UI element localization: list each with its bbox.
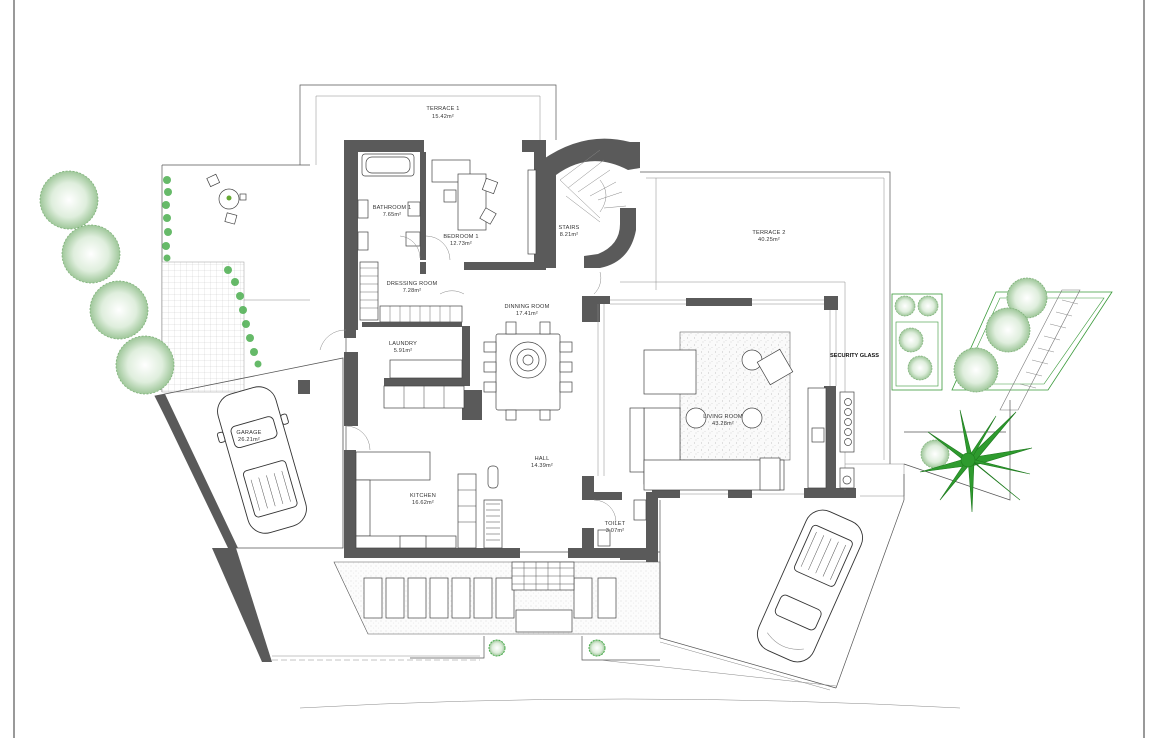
- laundry-fixtures: [319, 329, 465, 409]
- car-driveway: [756, 509, 864, 663]
- svg-text:15.42m²: 15.42m²: [432, 114, 454, 120]
- living-room-furniture: [629, 331, 855, 491]
- terrace-1-area: [299, 84, 557, 165]
- room-label-terrace-2: TERRACE 2 40.25m²: [752, 230, 785, 243]
- stairs-steps: [559, 149, 627, 223]
- svg-text:14.39m²: 14.39m²: [531, 463, 553, 469]
- svg-text:BATHROOM 1: BATHROOM 1: [373, 205, 412, 211]
- kitchen-fixtures: [345, 425, 503, 549]
- garden-left: [161, 164, 310, 393]
- room-label-dressing-room: DRESSING ROOM 7.28m²: [387, 281, 438, 294]
- svg-text:12.73m²: 12.73m²: [450, 241, 472, 247]
- room-label-dinning-room: DINNING ROOM 17.41m²: [505, 304, 550, 317]
- driveway-right: [599, 474, 905, 691]
- room-label-laundry: LAUNDRY 5.91m²: [389, 341, 417, 354]
- svg-text:TERRACE 1: TERRACE 1: [426, 106, 459, 112]
- svg-text:7.28m²: 7.28m²: [403, 288, 422, 294]
- svg-text:TERRACE 2: TERRACE 2: [752, 230, 785, 236]
- glazing: [597, 281, 846, 495]
- svg-text:KITCHEN: KITCHEN: [410, 493, 436, 499]
- svg-text:GARAGE: GARAGE: [236, 430, 261, 436]
- svg-text:3.07m²: 3.07m²: [606, 528, 625, 534]
- svg-text:HALL: HALL: [535, 456, 550, 462]
- svg-text:DINNING ROOM: DINNING ROOM: [505, 304, 550, 310]
- bathroom-fixtures: [357, 153, 421, 259]
- room-label-toilet: TOILET 3.07m²: [605, 521, 626, 534]
- svg-text:5.91m²: 5.91m²: [394, 348, 413, 354]
- palm-tree: [919, 409, 1033, 513]
- svg-text:16.62m²: 16.62m²: [412, 500, 434, 506]
- room-label-hall: HALL 14.39m²: [531, 456, 553, 469]
- dining-table: [483, 271, 602, 421]
- svg-text:TOILET: TOILET: [605, 521, 626, 527]
- svg-text:LAUNDRY: LAUNDRY: [389, 341, 417, 347]
- svg-text:43.28m²: 43.28m²: [712, 421, 734, 427]
- svg-text:7.65m²: 7.65m²: [383, 212, 402, 218]
- svg-text:STAIRS: STAIRS: [559, 225, 580, 231]
- room-label-stairs: STAIRS 8.21m²: [559, 225, 580, 238]
- svg-text:BEDROOM 1: BEDROOM 1: [443, 234, 478, 240]
- svg-text:DRESSING ROOM: DRESSING ROOM: [387, 281, 438, 287]
- street-curve: [299, 698, 961, 709]
- garage-area: [154, 357, 480, 662]
- dressing-room-fixtures: [359, 261, 465, 327]
- room-label-bedroom-1: BEDROOM 1 12.73m²: [443, 234, 478, 247]
- shrubs-left: [39, 170, 175, 395]
- room-label-living-room: LIVING ROOM 43.28m²: [703, 414, 743, 427]
- room-label-garage: GARAGE 26.21m²: [236, 430, 261, 443]
- svg-text:26.21m²: 26.21m²: [238, 437, 260, 443]
- security-glass-label: SECURITY GLASS: [830, 353, 879, 359]
- garden-right: [891, 277, 1113, 501]
- svg-text:17.41m²: 17.41m²: [516, 311, 538, 317]
- svg-text:8.21m²: 8.21m²: [560, 232, 579, 238]
- house-walls: [344, 138, 856, 562]
- toilet-fixtures: [593, 499, 647, 547]
- front-entrance: [333, 561, 661, 661]
- bedroom-fixtures: [425, 159, 537, 261]
- car-garage: [216, 386, 307, 534]
- terrace-2-area: [640, 171, 905, 497]
- room-label-bathroom-1: BATHROOM 1 7.65m²: [373, 205, 412, 218]
- room-label-kitchen: KITCHEN 16.62m²: [410, 493, 436, 506]
- svg-text:LIVING ROOM: LIVING ROOM: [703, 414, 743, 420]
- room-label-terrace-1: TERRACE 1 15.42m²: [426, 106, 459, 120]
- svg-text:40.25m²: 40.25m²: [758, 237, 780, 243]
